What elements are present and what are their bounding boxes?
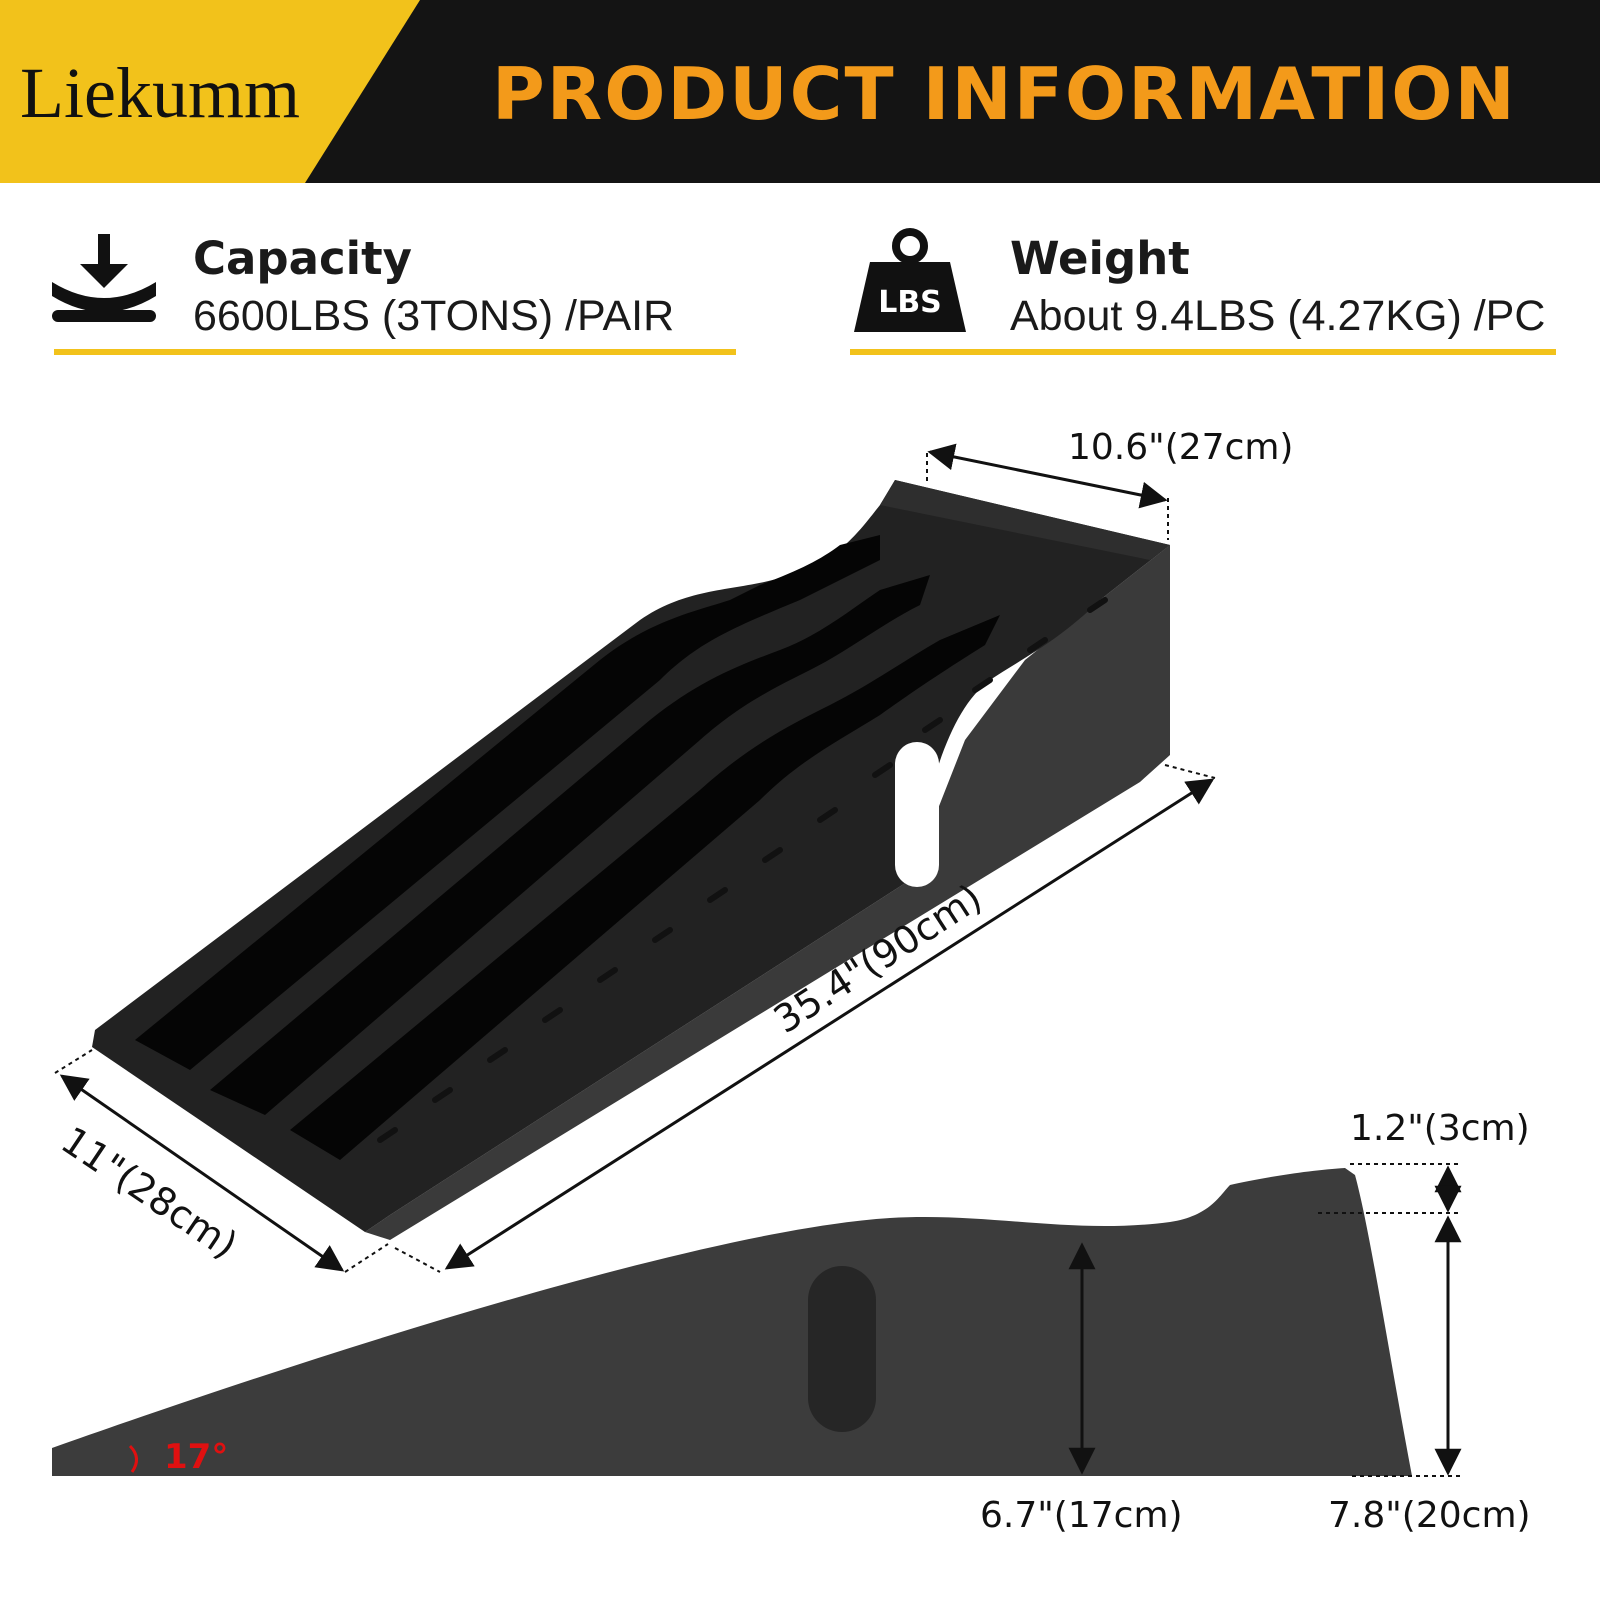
page-title: PRODUCT INFORMATION [492, 52, 1517, 136]
dim-top-width: 10.6"(27cm) [1068, 427, 1294, 468]
dim-total-height: 7.8"(20cm) [1328, 1495, 1531, 1536]
perspective-dimensions [54, 443, 1216, 1273]
weight-lbs-icon: LBS [854, 228, 966, 332]
dim-mid-height: 6.7"(17cm) [980, 1495, 1183, 1536]
ramp-perspective [92, 480, 1170, 1240]
dim-angle: 17° [164, 1437, 229, 1477]
weight-underline [850, 349, 1556, 355]
weight-icon-text: LBS [878, 285, 942, 320]
capacity-value: 6600LBS (3TONS) /PAIR [193, 292, 675, 340]
dim-lip-height: 1.2"(3cm) [1350, 1108, 1530, 1149]
brand-logo: Liekumm [20, 53, 300, 133]
header-bar: Liekumm PRODUCT INFORMATION [0, 0, 1600, 183]
weight-press-icon [52, 234, 156, 322]
capacity-underline [54, 349, 736, 355]
ramp-side-profile [52, 1168, 1412, 1476]
capacity-title: Capacity [193, 232, 412, 285]
weight-value: About 9.4LBS (4.27KG) /PC [1010, 292, 1546, 340]
profile-dimensions [128, 1163, 1462, 1477]
brand-banner [0, 0, 420, 183]
weight-title: Weight [1010, 232, 1190, 285]
